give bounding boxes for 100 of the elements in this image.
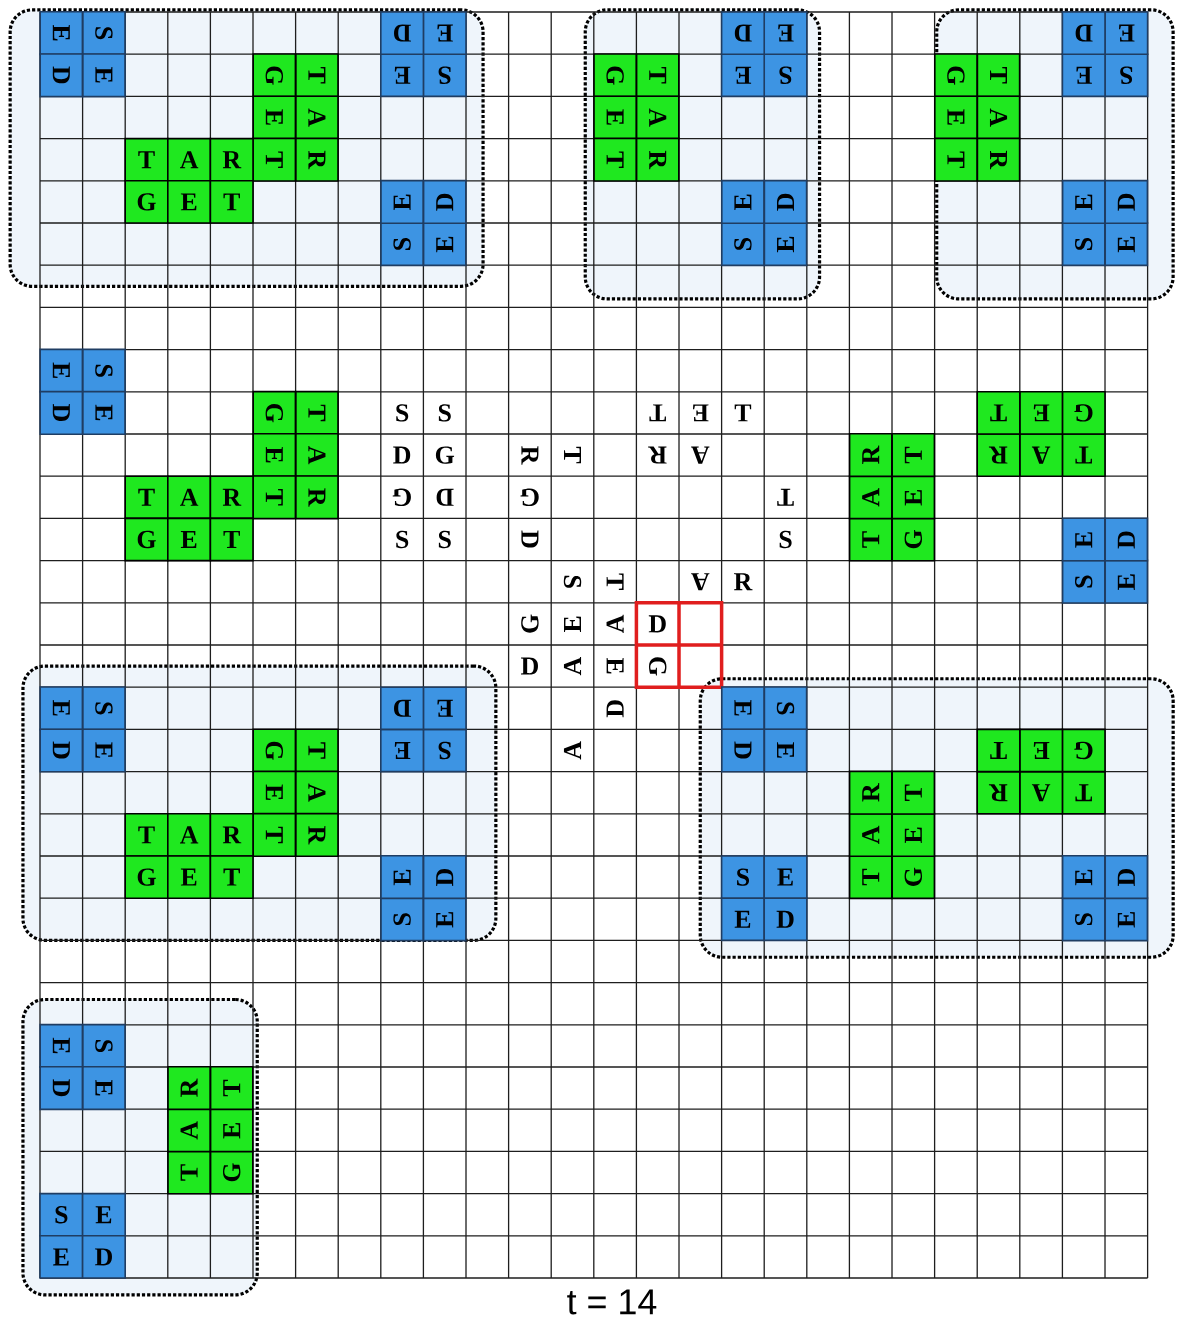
node-label: D (1117, 193, 1135, 211)
seed-tile-block: S E E D (39, 1023, 126, 1111)
node-label: T (649, 67, 667, 84)
node-label: A (308, 108, 326, 127)
node-label: E (53, 1248, 69, 1266)
node-label: E (947, 109, 965, 125)
node-label: G (904, 530, 923, 549)
node-label: T (308, 67, 326, 84)
seed-tile-block: S E E D (1061, 11, 1149, 98)
seed-tile-block: S E E D (39, 686, 126, 773)
node-label: S (779, 66, 792, 84)
node-label: D (52, 1079, 70, 1097)
node-label: T (904, 446, 922, 464)
target-tile-block: T A R G E T (593, 53, 680, 182)
node-label: G (904, 867, 923, 886)
target-tile-block: T A R G E T (848, 770, 936, 900)
seed-tile-block: S E E D (721, 179, 808, 267)
node-label: E (734, 194, 752, 211)
letter: T (649, 404, 666, 422)
node-label: E (735, 66, 752, 84)
node-label: E (52, 362, 70, 378)
letter: E (564, 616, 581, 633)
node-label: E (52, 24, 70, 41)
seed-tile-block: S E E D (380, 855, 467, 942)
node-label: E (777, 742, 794, 758)
node-label: A (180, 1121, 198, 1140)
letter: G (392, 488, 411, 506)
node-label: E (1117, 236, 1135, 253)
node-label: E (436, 911, 454, 928)
letter: R (734, 573, 753, 591)
node-label: E (394, 66, 411, 84)
node-label: A (180, 488, 199, 506)
letter: S (563, 575, 582, 588)
node-label: E (393, 869, 411, 886)
letter: R (521, 446, 539, 465)
letter: T (777, 488, 794, 506)
node-label: D (776, 910, 794, 928)
node-label: R (222, 488, 242, 506)
seed-tile-block: S E E D (1061, 855, 1149, 942)
node-label: G (265, 404, 284, 423)
node-label: R (308, 825, 326, 845)
node-label: T (947, 151, 965, 168)
node-label: T (990, 404, 1007, 422)
node-label: R (988, 784, 1008, 802)
node-label: G (265, 741, 284, 760)
node-label: E (437, 699, 453, 717)
node-label: G (137, 868, 156, 886)
highlighted-tile-block: D G (634, 601, 724, 689)
target-tile-block: T A R G E T (976, 728, 1106, 815)
node-label: E (777, 868, 793, 886)
node-label: A (1031, 784, 1051, 802)
node-label: D (394, 699, 411, 717)
seed-tile-block: S E E D (39, 348, 126, 435)
node-label: E (436, 236, 454, 253)
node-label: E (606, 109, 624, 125)
node-label: D (95, 1248, 112, 1266)
target-tile-block: T A R G E T (167, 1066, 254, 1195)
node-label: D (52, 741, 70, 759)
node-label: G (1074, 741, 1093, 760)
node-label: D (776, 193, 795, 211)
seed-tile-block: S E E D (380, 11, 467, 98)
node-label: D (1075, 24, 1093, 42)
letter: E (693, 404, 709, 422)
node-label: T (606, 151, 624, 168)
letter: G (435, 446, 455, 464)
node-label: T (308, 742, 326, 759)
node-label: T (180, 1164, 198, 1181)
node-label: E (180, 531, 197, 548)
letter: T (564, 446, 581, 464)
node-label: E (180, 868, 197, 886)
node-label: E (777, 236, 794, 253)
node-label: T (990, 67, 1007, 84)
node-label: E (223, 1122, 241, 1139)
node-label: E (95, 1079, 113, 1096)
node-label: R (862, 445, 880, 464)
node-label: R (222, 151, 242, 169)
seed-tile-block: S E E D (39, 10, 126, 98)
node-label: D (52, 66, 70, 84)
letter: S (438, 404, 451, 422)
node-label: E (1033, 404, 1050, 422)
node-label: A (308, 445, 326, 465)
node-label: D (436, 869, 454, 886)
node-label: E (1075, 194, 1093, 211)
node-label: E (1075, 532, 1093, 548)
node-label: R (862, 783, 880, 802)
node-label: T (862, 531, 880, 548)
letter: A (691, 446, 710, 464)
node-label: T (223, 531, 240, 548)
node-label: D (52, 403, 70, 421)
node-label: G (947, 66, 965, 85)
node-label: E (1117, 574, 1135, 590)
target-tile-block: T A R G E T (252, 390, 339, 520)
node-label: E (1117, 911, 1135, 928)
node-label: S (55, 1205, 68, 1224)
node-label: T (990, 742, 1007, 759)
node-label: R (308, 488, 326, 507)
seed-tile-block: S E E D (39, 1192, 126, 1279)
node-label: E (265, 784, 283, 800)
seed-tile-block: S E E D (1061, 179, 1149, 267)
target-tile-block: T A R G E T (934, 53, 1021, 182)
